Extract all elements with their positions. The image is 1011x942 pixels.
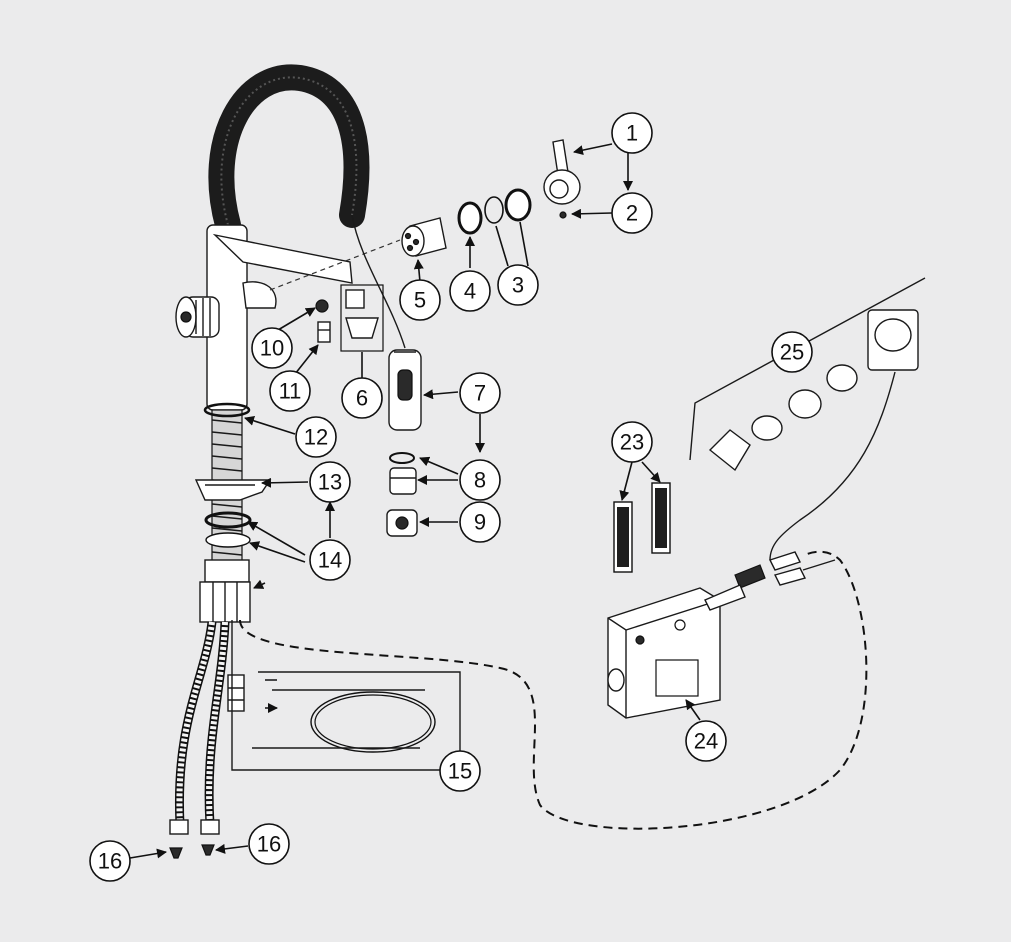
- spout-hose: [208, 64, 370, 238]
- mounting-nut: [199, 559, 251, 623]
- callout-2: 2: [611, 192, 653, 234]
- hose-guide-bracket: [340, 284, 384, 352]
- svg-text:10: 10: [260, 336, 284, 361]
- callout-13: 13: [309, 461, 351, 503]
- svg-text:11: 11: [279, 379, 302, 404]
- spray-hose-line: [351, 214, 406, 349]
- callout-10: 10: [251, 327, 293, 369]
- svg-text:13: 13: [318, 470, 342, 495]
- svg-text:1: 1: [626, 121, 638, 146]
- connector: [317, 321, 331, 343]
- control-box: [607, 584, 746, 719]
- svg-text:16: 16: [98, 849, 122, 874]
- seal-ring: [389, 452, 415, 464]
- svg-text:4: 4: [464, 279, 476, 304]
- callout-15: 15: [439, 750, 481, 792]
- callout-8: 8: [459, 459, 501, 501]
- spray-nozzle: [386, 509, 418, 537]
- callout-24: 24: [685, 720, 727, 762]
- svg-text:25: 25: [780, 340, 804, 365]
- power-cable: [769, 371, 896, 561]
- callout-9: 9: [459, 501, 501, 543]
- svg-text:14: 14: [318, 548, 342, 573]
- svg-text:15: 15: [448, 759, 472, 784]
- callout-6: 6: [341, 377, 383, 419]
- rings: [457, 188, 532, 235]
- svg-text:9: 9: [474, 510, 486, 535]
- callout-16-left: 16: [89, 840, 131, 882]
- callout-4: 4: [449, 270, 491, 312]
- callout-5: 5: [399, 279, 441, 321]
- filter-screens: [169, 844, 215, 859]
- svg-text:12: 12: [304, 425, 328, 450]
- callout-1: 1: [611, 112, 653, 154]
- callout-7: 7: [459, 372, 501, 414]
- svg-text:8: 8: [474, 468, 486, 493]
- power-plugs: [689, 277, 926, 472]
- mounting-bracket: [194, 479, 272, 501]
- svg-text:23: 23: [620, 430, 644, 455]
- svg-text:7: 7: [474, 381, 486, 406]
- svg-text:3: 3: [512, 273, 524, 298]
- aerator: [389, 467, 417, 495]
- set-screw: [559, 211, 567, 219]
- callout-11: 11: [269, 370, 311, 412]
- leader-lines: [129, 143, 701, 859]
- svg-text:2: 2: [626, 201, 638, 226]
- svg-text:16: 16: [257, 832, 281, 857]
- faucet-body: [175, 224, 353, 411]
- connectors: [734, 551, 836, 589]
- cartridge: [401, 217, 447, 257]
- handle-lever: [543, 139, 581, 205]
- svg-text:5: 5: [414, 288, 426, 313]
- spacer: [315, 299, 329, 313]
- callout-16-right: 16: [248, 823, 290, 865]
- svg-text:6: 6: [356, 386, 368, 411]
- connection-hoses: [227, 620, 461, 771]
- spray-head: [388, 349, 422, 431]
- callout-3: 3: [497, 264, 539, 306]
- callout-12: 12: [295, 416, 337, 458]
- adhesive-pads: [613, 482, 671, 573]
- callout-23: 23: [611, 421, 653, 463]
- callout-25: 25: [771, 331, 813, 373]
- sensor-cable-dashed: [239, 550, 868, 830]
- supply-hoses: [169, 621, 230, 835]
- svg-text:24: 24: [694, 729, 718, 754]
- washers: [204, 511, 252, 548]
- callout-14: 14: [309, 539, 351, 581]
